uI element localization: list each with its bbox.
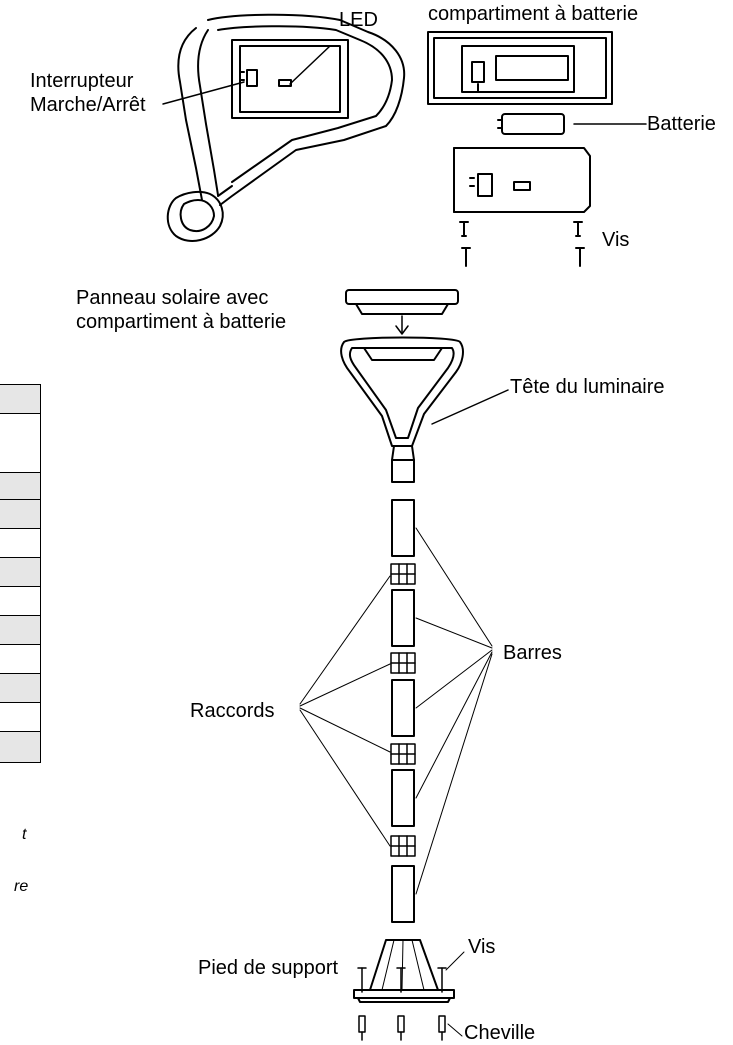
solar-panel-label-line1: Panneau solaire avec <box>76 287 269 309</box>
bars-drawing <box>391 499 415 923</box>
switch-label-line1: Interrupteur <box>30 70 134 92</box>
top-screws-drawing <box>459 221 585 267</box>
table-row <box>0 529 41 558</box>
lamp-head-leader-line <box>431 389 509 425</box>
bars-label: Barres <box>503 642 562 664</box>
screws-bottom-label: Vis <box>468 936 496 958</box>
table-row <box>0 732 41 763</box>
table-row <box>0 674 41 703</box>
table-row <box>0 587 41 616</box>
lamp-head-drawing <box>340 336 464 483</box>
solar-panel-label-line2: compartiment à batterie <box>76 311 287 333</box>
partial-table <box>0 384 41 763</box>
table-row <box>0 645 41 674</box>
battery-drawing <box>497 113 565 135</box>
connectors-drawing <box>390 563 416 857</box>
switch-label-line2: Marche/Arrêt <box>30 94 146 116</box>
connectors-label: Raccords <box>190 700 275 722</box>
led-label: LED <box>339 9 378 31</box>
screw-leader-line <box>445 951 465 971</box>
table-row <box>0 703 41 732</box>
table-row <box>0 473 41 500</box>
lamp-head-detail-drawing <box>166 13 406 242</box>
lamp-head-label: Tête du luminaire <box>510 376 665 398</box>
battery-box-drawing <box>453 147 591 213</box>
base-label: Pied de support <box>198 957 339 979</box>
battery-compartment-label: compartiment à batterie <box>428 3 639 25</box>
table-row <box>0 558 41 587</box>
table-row <box>0 500 41 529</box>
cut-text-fragment: re <box>14 878 29 895</box>
anchor-label: Cheville <box>464 1022 536 1044</box>
cut-text-fragment: t <box>22 826 27 843</box>
solar-panel-top-drawing <box>427 31 613 105</box>
table-row <box>0 414 41 473</box>
table-row <box>0 616 41 645</box>
bars-leader-lines <box>415 527 493 895</box>
anchor-leader-line <box>447 1023 463 1037</box>
base-stand-drawing <box>353 939 455 1003</box>
switch-leader-line <box>162 81 245 105</box>
table-row <box>0 385 41 414</box>
base-screws-drawing <box>357 967 447 1041</box>
battery-label: Batterie <box>647 113 716 135</box>
led-leader-line <box>289 45 331 85</box>
solar-panel-drawing <box>345 289 459 315</box>
connectors-leader-lines <box>299 575 391 847</box>
screws-top-label: Vis <box>602 229 630 251</box>
